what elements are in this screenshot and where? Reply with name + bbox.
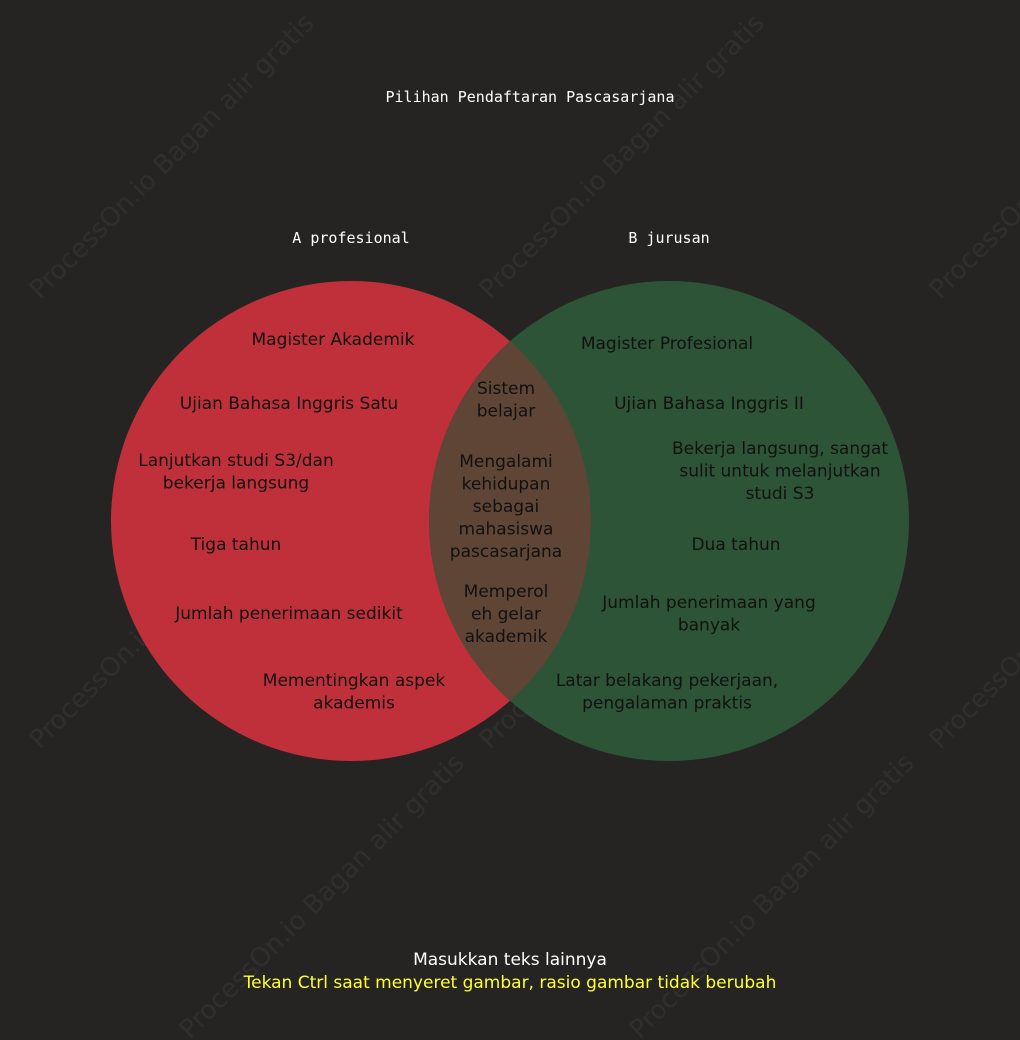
footer-placeholder-text[interactable]: Masukkan teks lainnya [413,950,607,970]
set-b-item-2[interactable]: Ujian Bahasa Inggris II [614,394,804,414]
set-b-item-4[interactable]: Dua tahun [691,535,780,555]
watermark-6: ProcessOn.io Bagan alir gratis [924,458,1020,755]
footer-hint-text: Tekan Ctrl saat menyeret gambar, rasio g… [243,973,777,993]
set-b-item-1[interactable]: Magister Profesional [581,334,753,354]
watermark-2: ProcessOn.io Bagan alir gratis [474,8,771,305]
set-b-label: B jurusan [628,229,709,247]
set-a-item-2[interactable]: Ujian Bahasa Inggris Satu [180,394,398,414]
set-a-label: A profesional [292,229,409,247]
watermark-1: ProcessOn.io Bagan alir gratis [24,8,321,305]
set-a-item-5[interactable]: Jumlah penerimaan sedikit [174,604,403,624]
set-a-item-1[interactable]: Magister Akademik [252,330,415,350]
intersection-region [429,281,591,761]
set-b-item-6[interactable]: Latar belakang pekerjaan,pengalaman prak… [556,671,778,714]
set-a-item-4[interactable]: Tiga tahun [190,535,282,555]
watermark-8: ProcessOn.io Bagan alir gratis [624,748,921,1040]
watermark-7: ProcessOn.io Bagan alir gratis [174,748,471,1040]
watermark-3: ProcessOn.io Bagan alir gratis [924,8,1020,305]
diagram-title: Pilihan Pendaftaran Pascasarjana [386,88,675,106]
